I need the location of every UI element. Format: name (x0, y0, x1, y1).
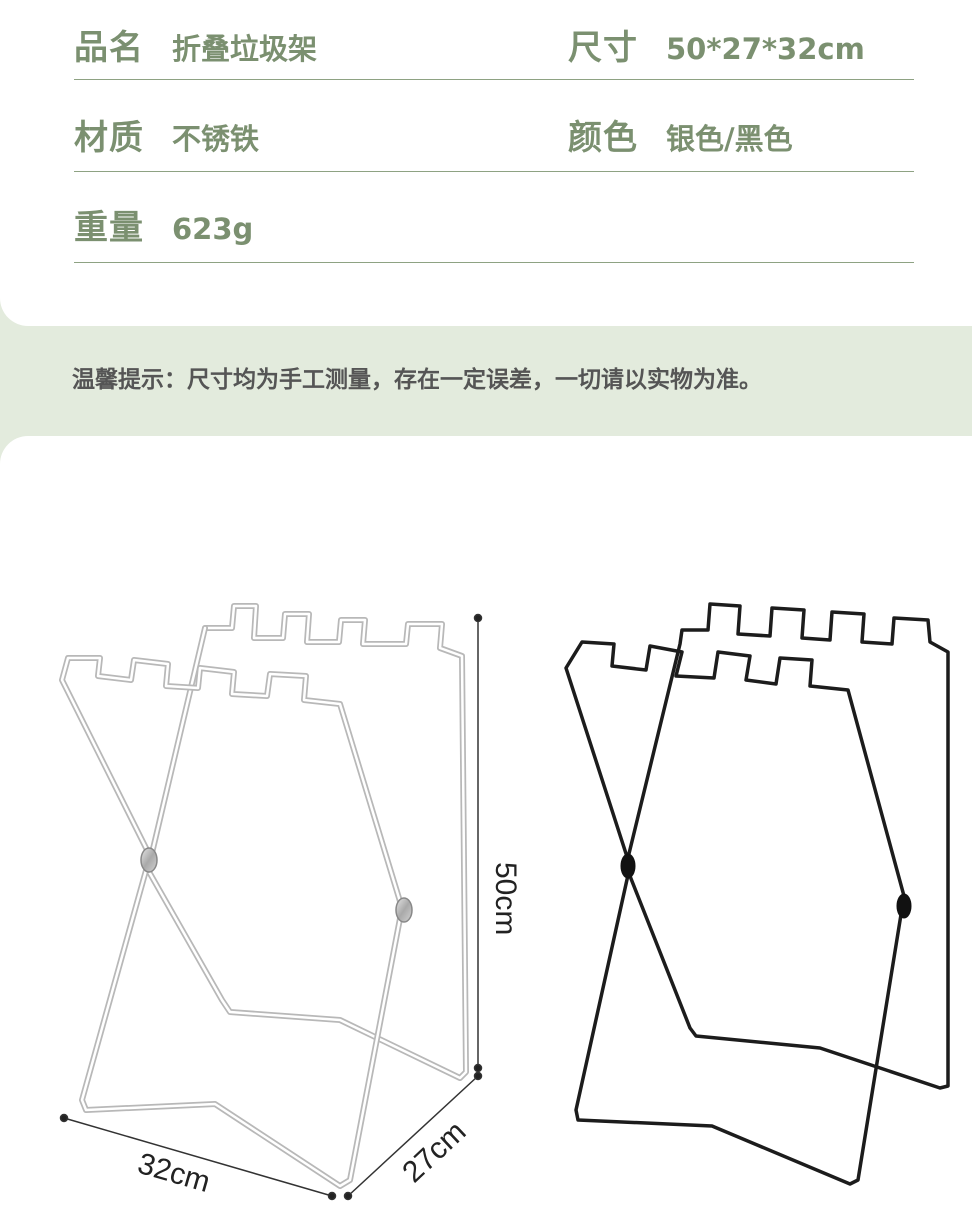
spec-color-label: 颜色 (568, 118, 638, 158)
spec-size: 尺寸 50*27*32cm (568, 20, 865, 69)
spec-name-label: 品名 (74, 28, 144, 68)
tip-band: 温馨提示：尺寸均为手工测量，存在一定误差，一切请以实物为准。 (0, 326, 972, 436)
spec-name: 品名 折叠垃圾架 (74, 20, 317, 69)
black-front-frame (564, 640, 906, 1186)
black-hinge-left (620, 853, 636, 879)
spec-card: 品名 折叠垃圾架 尺寸 50*27*32cm 材质 不锈铁 颜色 银色/黑色 重… (0, 0, 972, 326)
spec-weight-value: 623g (172, 212, 254, 246)
silver-rack (59, 603, 469, 1189)
silver-hinge-left (140, 847, 158, 873)
spec-color-value: 银色/黑色 (666, 122, 793, 156)
tip-text: 温馨提示：尺寸均为手工测量，存在一定误差，一切请以实物为准。 (72, 367, 762, 393)
spec-material-value: 不锈铁 (172, 122, 260, 156)
dimension-width-label: 32cm (134, 1147, 214, 1199)
product-image-card (0, 436, 972, 1232)
spec-row-3 (74, 171, 914, 263)
silver-front-frame (59, 655, 405, 1189)
spec-size-label: 尺寸 (568, 28, 638, 68)
black-hinge-right (896, 893, 912, 919)
spec-size-value: 50*27*32cm (666, 32, 865, 66)
spec-row-1 (74, 0, 914, 80)
spec-material-label: 材质 (74, 118, 144, 158)
spec-material: 材质 不锈铁 (74, 110, 259, 159)
black-back-frame (624, 602, 950, 1090)
spec-weight-label: 重量 (74, 208, 144, 248)
spec-name-value: 折叠垃圾架 (172, 32, 318, 66)
silver-back-frame (145, 603, 469, 1081)
black-rack (564, 602, 950, 1186)
dimension-depth-label: 27cm (396, 1115, 472, 1189)
spec-color: 颜色 银色/黑色 (568, 110, 793, 159)
spec-weight: 重量 623g (74, 200, 253, 249)
dimension-height-label: 50cm (489, 862, 522, 935)
dimension-lines (59, 613, 483, 1201)
spec-row-2 (74, 79, 914, 172)
silver-hinge-right (395, 897, 413, 923)
